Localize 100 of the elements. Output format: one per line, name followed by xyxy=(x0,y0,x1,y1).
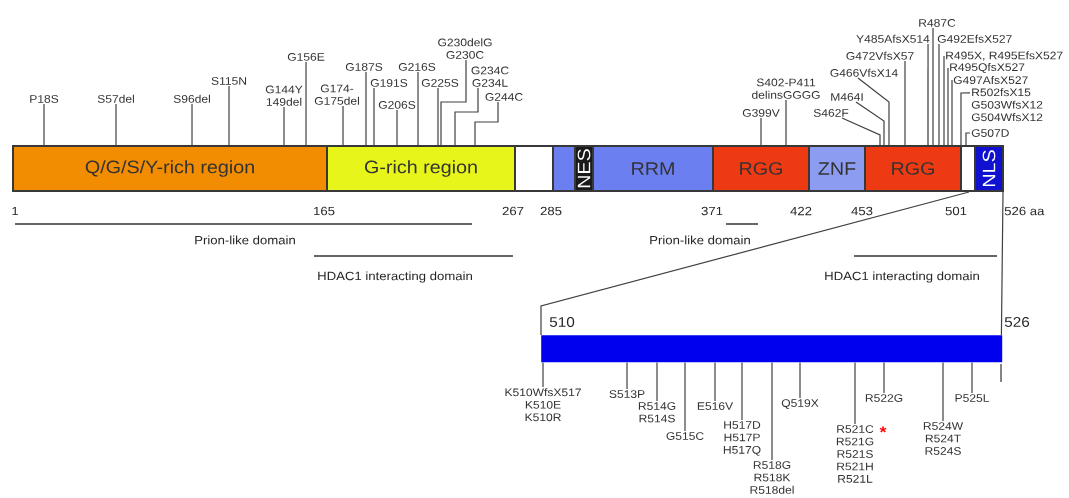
mutation-label: S513P xyxy=(609,390,645,398)
domain-box: NLS xyxy=(974,145,1004,192)
leader-line xyxy=(932,27,934,146)
leader-line xyxy=(947,67,949,146)
leader-line xyxy=(474,101,499,146)
zoom-bar xyxy=(541,335,1003,363)
domain-box xyxy=(514,145,554,192)
position-label: 267 xyxy=(502,206,524,216)
leader-line xyxy=(741,361,743,421)
mutation-label: M464I xyxy=(831,93,863,101)
mutation-label: R514G R514S xyxy=(638,402,676,423)
leader-line xyxy=(904,60,906,146)
leader-line xyxy=(417,71,419,146)
leader-line xyxy=(971,361,973,394)
domain-box: ZNF xyxy=(808,145,866,192)
domain-box: NES xyxy=(574,145,594,192)
domain-box: RGG xyxy=(712,145,810,192)
mutation-label: S96del xyxy=(173,94,210,103)
mutation-label: G187S xyxy=(345,63,383,71)
mutation-label: G230delG G230C xyxy=(438,38,492,59)
position-label: 1 xyxy=(12,206,19,216)
mutation-label: P525L xyxy=(955,394,990,402)
leader-line xyxy=(883,361,885,394)
mutation-label: G234C G234L xyxy=(471,66,509,87)
zoom-line xyxy=(540,191,970,336)
mutation-label: R521C R521G R521S R521H R521L xyxy=(836,425,874,483)
domain-label: Prion-like domain xyxy=(650,235,750,245)
mutation-label: G399V xyxy=(742,109,780,117)
domain-box: RRM xyxy=(592,145,714,192)
mutation-label: P18S xyxy=(30,95,59,103)
mutation-label: H517D H517P H517Q xyxy=(723,421,761,456)
position-label: 165 xyxy=(314,206,335,216)
leader-line xyxy=(115,103,117,146)
mutation-label: G497AfsX527 xyxy=(953,76,1028,84)
position-label: 453 xyxy=(851,206,873,216)
leader-line xyxy=(854,361,856,425)
mutation-label: G216S xyxy=(398,63,436,71)
position-label: 510 xyxy=(549,317,575,327)
domain-label: HDAC1 interacting domain xyxy=(318,271,472,283)
leader-line xyxy=(942,361,944,422)
domain-label: Prion-like domain xyxy=(195,235,295,245)
leader-line xyxy=(951,79,953,146)
position-label: 501 xyxy=(945,206,967,216)
domain-box: RGG xyxy=(864,145,962,192)
mutation-label: G515C xyxy=(666,432,704,440)
mutation-label: S402-P411 delinsGGGG xyxy=(752,78,820,99)
leader-line xyxy=(437,87,439,146)
leader-line xyxy=(542,361,544,388)
leader-line xyxy=(440,59,467,146)
leader-line xyxy=(43,103,45,146)
mutation-label: R502fsX15 G503WfsX12 G504WfsX12 xyxy=(971,88,1043,122)
leader-line xyxy=(960,92,971,146)
mutation-label: G472VfsX57 xyxy=(846,51,914,60)
mutation-label: R495QfsX527 xyxy=(950,63,1025,73)
leader-line xyxy=(938,43,940,146)
position-label: 422 xyxy=(790,206,812,216)
leader-line xyxy=(365,71,367,146)
position-label: 371 xyxy=(701,206,723,216)
leader-line xyxy=(771,361,773,461)
leader-line xyxy=(943,55,945,146)
mutation-label: S115N xyxy=(211,77,246,85)
leader-line xyxy=(373,87,375,146)
leader-line xyxy=(305,61,307,146)
leader-line xyxy=(191,103,193,146)
position-label: 526 xyxy=(1004,317,1030,327)
leader-line xyxy=(799,361,801,399)
mutation-label: Y485AfsX514 xyxy=(856,34,930,43)
mutation-label: R495X, R495EfsX527 xyxy=(946,51,1063,61)
domain-box xyxy=(552,145,576,192)
leader-line xyxy=(396,109,398,146)
mutation-label: G174- G175del xyxy=(314,84,359,105)
mutation-label: E516V xyxy=(697,402,734,410)
leader-line xyxy=(841,117,881,146)
mutation-label: R487C xyxy=(919,19,956,27)
mutation-label: S462F xyxy=(813,109,849,117)
mutation-label: R518G R518K R518del xyxy=(750,461,794,494)
leader-line xyxy=(760,117,762,146)
mutation-label: R522G xyxy=(865,394,903,402)
leader-line xyxy=(857,77,890,146)
leader-line xyxy=(342,105,344,146)
domain-label: HDAC1 interacting domain xyxy=(825,271,979,283)
leader-line xyxy=(656,361,658,402)
mutation-label: G507D xyxy=(971,129,1009,137)
domain-box: Q/G/S/Y-rich region xyxy=(12,145,328,192)
asterisk: * xyxy=(879,426,887,433)
mutation-label: R524W R524T R524S xyxy=(923,422,964,455)
leader-line xyxy=(283,106,285,146)
leader-line xyxy=(785,99,787,146)
mutation-label: G466VfsX14 xyxy=(830,68,898,77)
leader-line xyxy=(714,361,716,402)
leader-line xyxy=(684,361,686,432)
leader-line xyxy=(927,43,929,146)
mutation-label: G225S xyxy=(421,79,459,87)
mutation-label: G156E xyxy=(287,53,325,61)
leader-line xyxy=(626,361,628,390)
leader-line xyxy=(855,101,885,146)
leader-line xyxy=(965,132,971,146)
domain-box xyxy=(960,145,976,192)
mutation-label: G191S xyxy=(370,79,408,87)
leader-line xyxy=(454,87,479,146)
